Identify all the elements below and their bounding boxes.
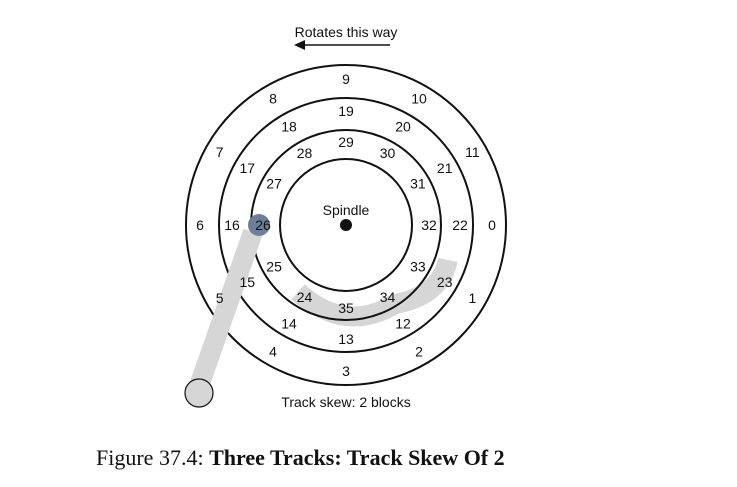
sector-label-31: 31 bbox=[410, 176, 426, 192]
rotation-arrow-head bbox=[294, 40, 305, 50]
sector-label-18: 18 bbox=[281, 118, 297, 134]
sector-label-30: 30 bbox=[380, 145, 396, 161]
sector-label-8: 8 bbox=[269, 91, 277, 107]
sector-label-12: 12 bbox=[395, 316, 411, 332]
disk-head bbox=[184, 378, 214, 408]
sector-label-6: 6 bbox=[196, 217, 204, 233]
sector-label-14: 14 bbox=[281, 316, 297, 332]
sector-label-23: 23 bbox=[437, 274, 453, 290]
innermost-ring bbox=[279, 158, 413, 292]
sector-label-17: 17 bbox=[240, 160, 256, 176]
sector-label-29: 29 bbox=[338, 134, 354, 150]
caption-title: Three Tracks: Track Skew Of 2 bbox=[209, 445, 505, 470]
sector-label-21: 21 bbox=[437, 160, 453, 176]
sector-label-28: 28 bbox=[297, 145, 313, 161]
inner-track-sectors: 32 33 34 35 24 25 26 27 28 29 30 31 bbox=[255, 134, 437, 316]
sector-label-22: 22 bbox=[452, 217, 468, 233]
sector-label-11: 11 bbox=[465, 144, 480, 160]
sector-label-1: 1 bbox=[469, 290, 477, 306]
disk-arm bbox=[189, 228, 263, 390]
caption-prefix: Figure 37.4: bbox=[96, 445, 204, 470]
highlighted-sector-marker bbox=[248, 214, 270, 236]
sector-label-16: 16 bbox=[224, 217, 240, 233]
sector-label-5: 5 bbox=[216, 290, 224, 306]
spindle-label: Spindle bbox=[323, 202, 370, 218]
sector-label-13: 13 bbox=[338, 331, 354, 347]
sector-label-25: 25 bbox=[266, 259, 282, 275]
sector-label-7: 7 bbox=[216, 144, 224, 160]
rotation-label: Rotates this way bbox=[295, 24, 398, 40]
sector-label-4: 4 bbox=[269, 343, 277, 359]
sector-label-10: 10 bbox=[411, 91, 427, 107]
sector-label-24: 24 bbox=[297, 289, 313, 305]
sector-label-19: 19 bbox=[338, 103, 354, 119]
sector-label-33: 33 bbox=[410, 259, 426, 275]
seek-path bbox=[291, 257, 458, 327]
sector-label-35: 35 bbox=[338, 300, 354, 316]
sector-label-20: 20 bbox=[395, 118, 411, 134]
sector-label-9: 9 bbox=[342, 71, 350, 87]
sector-label-15: 15 bbox=[240, 274, 256, 290]
middle-track bbox=[218, 97, 474, 353]
sector-label-34: 34 bbox=[380, 289, 396, 305]
middle-track-sectors: 22 23 12 13 14 15 16 17 18 19 20 21 bbox=[224, 103, 468, 347]
sector-label-0: 0 bbox=[488, 217, 496, 233]
spindle-dot bbox=[340, 219, 352, 231]
outer-track bbox=[185, 64, 507, 386]
disk-diagram: Spindle Rotates this way Track skew: 2 b… bbox=[184, 24, 507, 410]
figure-caption: Figure 37.4: Three Tracks: Track Skew Of… bbox=[96, 445, 505, 471]
sector-label-3: 3 bbox=[342, 363, 350, 379]
skew-label: Track skew: 2 blocks bbox=[281, 394, 410, 410]
sector-label-32: 32 bbox=[421, 217, 437, 233]
sector-label-27: 27 bbox=[266, 176, 282, 192]
sector-label-26: 26 bbox=[255, 217, 271, 233]
sector-label-2: 2 bbox=[415, 343, 423, 359]
